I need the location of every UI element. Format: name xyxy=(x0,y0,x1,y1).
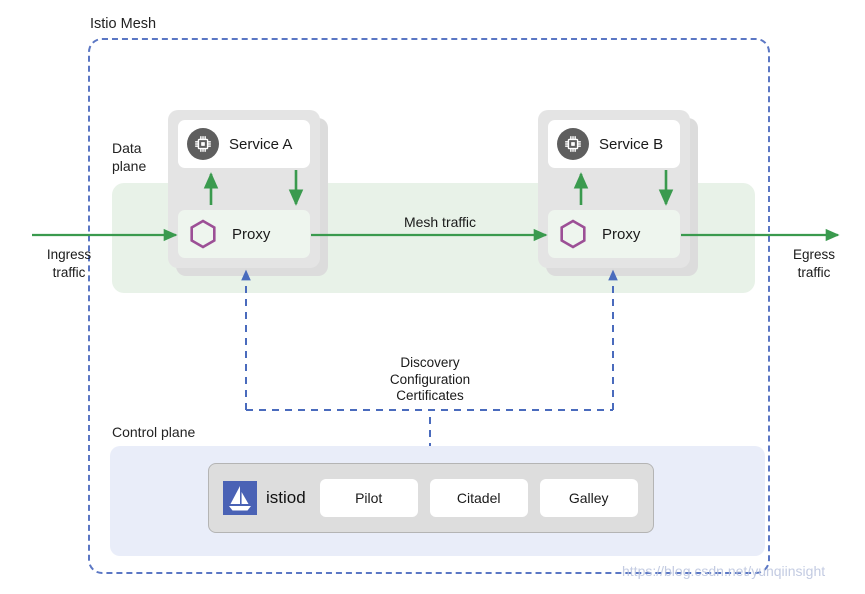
ingress-traffic-label: Ingress traffic xyxy=(33,246,105,282)
component-galley[interactable]: Galley xyxy=(539,479,638,517)
proxy-card-a[interactable]: Proxy xyxy=(178,210,310,258)
service-card-a[interactable]: Service A xyxy=(178,120,310,168)
certificates-line: Certificates xyxy=(396,388,464,403)
watermark-text: https://blog.csdn.net/yunqiinsight xyxy=(622,563,826,579)
proxy-card-b[interactable]: Proxy xyxy=(548,210,680,258)
egress-traffic-label: Egress traffic xyxy=(778,246,850,282)
cpu-chip-icon xyxy=(187,128,219,160)
data-plane-label-line2: plane xyxy=(112,158,147,174)
ingress-label-line2: traffic xyxy=(52,265,86,280)
data-plane-label-line1: Data xyxy=(112,140,142,156)
component-label: Citadel xyxy=(456,490,501,506)
pod-container: Service B Proxy xyxy=(538,110,690,268)
discovery-line: Discovery xyxy=(400,355,460,370)
control-plane-label: Control plane xyxy=(112,424,196,440)
pod-service-b: Service B Proxy xyxy=(538,110,698,276)
mesh-traffic-label: Mesh traffic xyxy=(403,214,477,230)
discovery-configuration-certificates-label: Discovery Configuration Certificates xyxy=(365,355,495,405)
ingress-label-line1: Ingress xyxy=(46,247,92,262)
component-label: Pilot xyxy=(355,490,383,506)
istio-mesh-boundary xyxy=(88,38,770,574)
component-label: Galley xyxy=(568,490,609,506)
configuration-line: Configuration xyxy=(389,371,471,387)
proxy-label: Proxy xyxy=(602,225,641,243)
pod-service-a: Service A Proxy xyxy=(168,110,328,276)
proxy-label: Proxy xyxy=(232,225,271,243)
istiod-box: istiod Pilot Citadel Galley xyxy=(208,463,654,533)
service-label: Service A xyxy=(229,135,293,153)
data-plane-label: Data plane xyxy=(112,139,174,175)
egress-label-line1: Egress xyxy=(792,247,836,262)
istio-mesh-label: Istio Mesh xyxy=(90,16,157,32)
istiod-name-label: istiod xyxy=(266,488,306,507)
hexagon-icon xyxy=(186,217,220,251)
component-pilot[interactable]: Pilot xyxy=(319,479,418,517)
component-citadel[interactable]: Citadel xyxy=(429,479,528,517)
service-label: Service B xyxy=(599,135,664,153)
hexagon-icon xyxy=(556,217,590,251)
egress-label-line2: traffic xyxy=(797,265,831,280)
pod-container: Service A Proxy xyxy=(168,110,320,268)
sailboat-icon xyxy=(223,481,257,515)
cpu-chip-icon xyxy=(557,128,589,160)
service-card-b[interactable]: Service B xyxy=(548,120,680,168)
